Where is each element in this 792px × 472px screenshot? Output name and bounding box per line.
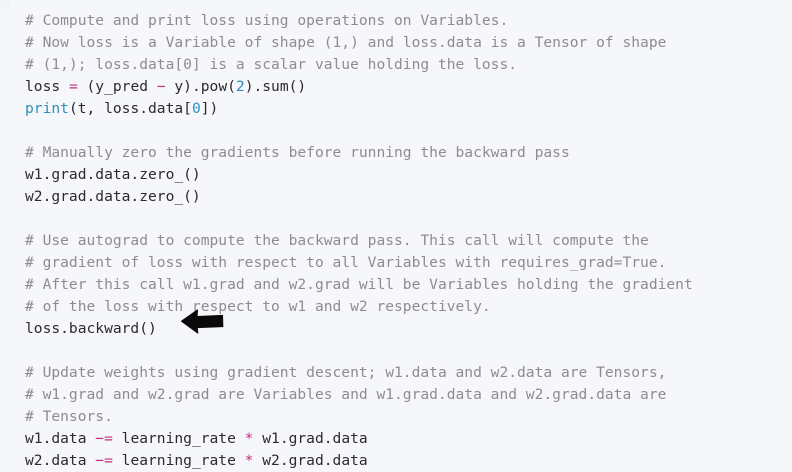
code-token-cmt: # (1,); loss.data[0] is a scalar value h… <box>25 56 518 73</box>
code-line: w2.data −= learning_rate * w2.grad.data <box>25 450 792 472</box>
code-line: # of the loss with respect to w1 and w2 … <box>25 296 792 318</box>
code-token-cmt: # of the loss with respect to w1 and w2 … <box>25 298 491 315</box>
code-token-cmt: # w1.grad and w2.grad are Variables and … <box>25 386 667 403</box>
code-token-cmt: # gradient of loss with respect to all V… <box>25 254 667 271</box>
code-line: # gradient of loss with respect to all V… <box>25 252 792 274</box>
code-token-op: −= <box>95 452 113 469</box>
code-line: # Tensors. <box>25 406 792 428</box>
code-line: w2.grad.data.zero_() <box>25 186 792 208</box>
code-token-op: * <box>244 430 254 447</box>
code-line: print(t, loss.data[0]) <box>25 98 792 120</box>
code-line <box>25 208 792 230</box>
code-line: # After this call w1.grad and w2.grad wi… <box>25 274 792 296</box>
code-token-plain: w1.grad.data.zero_() <box>25 166 201 183</box>
code-token-plain: w1.grad.data <box>253 430 368 447</box>
code-token-cmt: # Use autograd to compute the backward p… <box>25 232 649 249</box>
code-token-plain: loss <box>25 78 69 95</box>
code-token-plain: loss.backward() <box>25 320 157 337</box>
code-line: # (1,); loss.data[0] is a scalar value h… <box>25 54 792 76</box>
code-token-cmt: # Compute and print loss using operation… <box>25 12 509 29</box>
code-token-plain: y).pow( <box>165 78 236 95</box>
code-token-plain: learning_rate <box>112 452 245 469</box>
code-token-plain: ]) <box>200 100 219 117</box>
code-line: # w1.grad and w2.grad are Variables and … <box>25 384 792 406</box>
code-token-fn: print <box>25 100 69 117</box>
code-line: w1.grad.data.zero_() <box>25 164 792 186</box>
code-token-op: * <box>244 452 254 469</box>
code-token-op: − <box>156 78 166 95</box>
code-token-plain: ).sum() <box>244 78 307 95</box>
code-token-cmt: # Update weights using gradient descent;… <box>25 364 667 381</box>
code-token-cmt: # After this call w1.grad and w2.grad wi… <box>25 276 693 293</box>
code-line: loss.backward() <box>25 318 792 340</box>
code-token-plain: w1.data <box>25 430 96 447</box>
code-token-cmt: # Now loss is a Variable of shape (1,) a… <box>25 34 667 51</box>
code-line: # Manually zero the gradients before run… <box>25 142 792 164</box>
code-token-plain: w2.data <box>25 452 96 469</box>
code-line: # Compute and print loss using operation… <box>25 10 792 32</box>
code-line: loss = (y_pred − y).pow(2).sum() <box>25 76 792 98</box>
code-token-plain: (y_pred <box>77 78 157 95</box>
code-line <box>25 120 792 142</box>
code-token-op: = <box>68 78 78 95</box>
code-line: w1.data −= learning_rate * w1.grad.data <box>25 428 792 450</box>
code-token-plain: w2.grad.data <box>253 452 368 469</box>
code-lines-container[interactable]: # Compute and print loss using operation… <box>0 8 792 472</box>
code-token-num: 2 <box>235 78 245 95</box>
code-token-num: 0 <box>191 100 201 117</box>
code-line: # Now loss is a Variable of shape (1,) a… <box>25 32 792 54</box>
code-token-plain: w2.grad.data.zero_() <box>25 188 201 205</box>
code-token-plain: (t, loss.data[ <box>68 100 192 117</box>
code-line: # Use autograd to compute the backward p… <box>25 230 792 252</box>
code-line: # Update weights using gradient descent;… <box>25 362 792 384</box>
code-token-op: −= <box>95 430 113 447</box>
code-token-cmt: # Tensors. <box>25 408 113 425</box>
code-token-cmt: # Manually zero the gradients before run… <box>25 144 570 161</box>
code-block: # Compute and print loss using operation… <box>25 12 693 469</box>
code-token-plain: learning_rate <box>112 430 245 447</box>
code-line <box>25 340 792 362</box>
